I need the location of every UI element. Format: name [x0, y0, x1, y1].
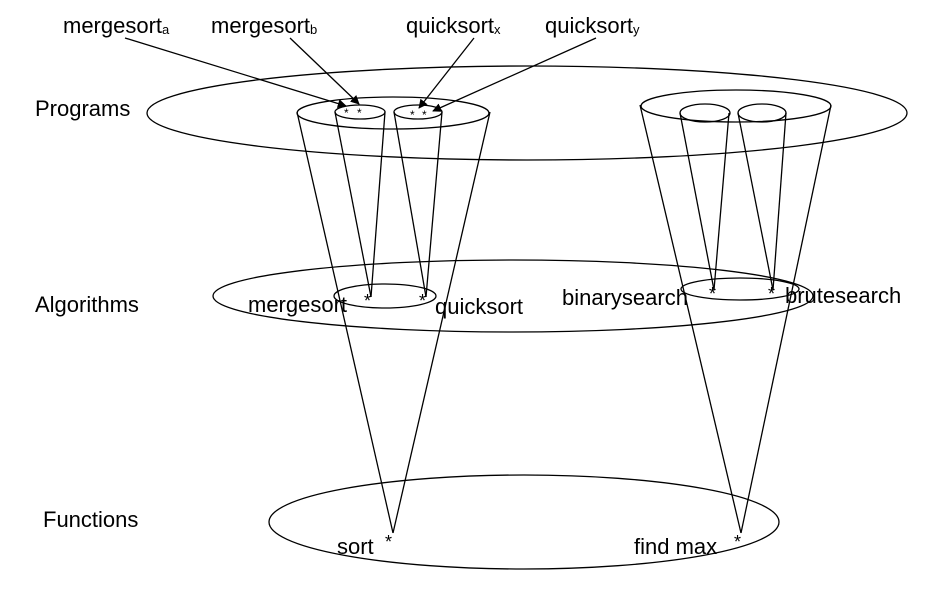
mergesort-b-point: *	[357, 106, 362, 120]
algorithm-label-mergesort: mergesort	[248, 292, 347, 317]
findmax-algorithm-instances-ellipse	[680, 277, 800, 301]
findmax-cone-left-edge	[639, 104, 742, 534]
algorithm-point-brutesearch: *	[768, 284, 775, 304]
algorithm-label-brutesearch: brutesearch	[785, 283, 901, 308]
algorithm-label-binarysearch: binarysearch	[562, 285, 688, 310]
quicksort-cone-left-edge	[393, 111, 427, 298]
algorithm-point-binarysearch: *	[709, 284, 716, 304]
brutesearch-programs-ellipse	[737, 103, 787, 123]
program-label-quicksort-y: quicksorty	[545, 13, 640, 38]
program-label-mergesort-a: mergesorta	[63, 13, 170, 38]
program-label-mergesort-b: mergesortb	[211, 13, 317, 38]
program-label-quicksort-x: quicksortx	[406, 13, 501, 38]
mergesort-cone-left-edge	[334, 111, 372, 298]
mergesort-b-arrow	[289, 37, 360, 105]
algorithm-point-quicksort: *	[419, 291, 426, 311]
sort-algorithms-subset-ellipse	[296, 96, 490, 130]
algorithms-level-ellipse	[212, 259, 814, 333]
sort-algorithm-instances-ellipse	[333, 283, 437, 309]
functions-level-ellipse	[268, 474, 780, 570]
sort-cone-right-edge	[392, 111, 491, 534]
mergesort-programs-ellipse	[334, 104, 386, 120]
mergesort-a-arrow	[124, 37, 347, 108]
quicksort-x-arrow	[418, 37, 475, 109]
quicksort-cone-right-edge	[425, 111, 443, 298]
mergesort-cone-right-edge	[370, 111, 386, 298]
binarysearch-cone-left-edge	[679, 112, 715, 291]
programs-level-ellipse	[146, 65, 908, 161]
quicksort-y-arrow	[432, 37, 597, 112]
algorithm-point-mergesort: *	[364, 291, 371, 311]
level-label-functions: Functions	[43, 507, 138, 532]
quicksort-y-point: *	[422, 108, 427, 122]
quicksort-x-point: *	[410, 108, 415, 122]
function-label-sort: sort	[337, 534, 374, 559]
sort-cone-left-edge	[296, 111, 394, 534]
level-label-algorithms: Algorithms	[35, 292, 139, 317]
function-point-find-max: *	[734, 532, 741, 552]
brutesearch-cone-right-edge	[772, 112, 787, 291]
function-label-find-max: find max	[634, 534, 717, 559]
findmax-cone-right-edge	[740, 104, 832, 534]
findmax-algorithms-subset-ellipse	[640, 89, 832, 123]
brutesearch-cone-left-edge	[737, 112, 774, 291]
function-point-sort: *	[385, 532, 392, 552]
quicksort-programs-ellipse	[393, 104, 443, 120]
mergesort-a-point: *	[344, 106, 349, 120]
algorithm-label-quicksort: quicksort	[435, 294, 523, 319]
binarysearch-programs-ellipse	[679, 103, 731, 123]
level-label-programs: Programs	[35, 96, 130, 121]
binarysearch-cone-right-edge	[713, 112, 730, 291]
